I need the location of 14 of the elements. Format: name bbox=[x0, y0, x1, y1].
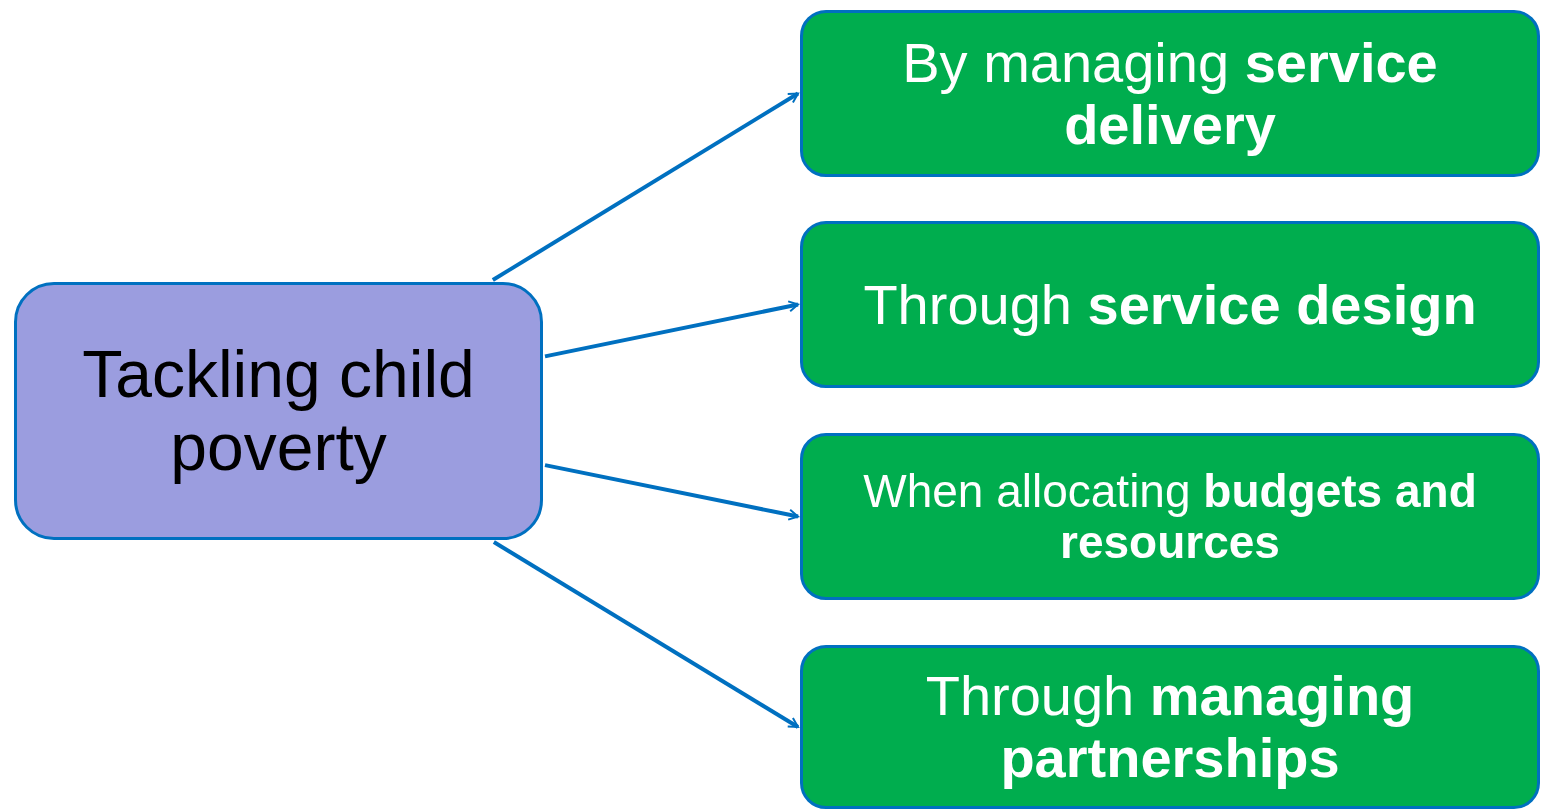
box-text: Through managing partnerships bbox=[924, 665, 1416, 789]
arrow bbox=[544, 463, 799, 521]
arrow bbox=[544, 300, 799, 359]
arrow bbox=[491, 91, 800, 282]
box-text: When allocating budgets and resources bbox=[862, 465, 1478, 568]
method-box bbox=[800, 645, 1540, 809]
method-box bbox=[800, 433, 1540, 600]
arrow bbox=[492, 540, 800, 729]
method-box bbox=[800, 221, 1540, 388]
box-text: By managing service delivery bbox=[901, 31, 1439, 156]
box-text: Tackling child poverty bbox=[81, 338, 476, 484]
box-text: Through service design bbox=[863, 273, 1477, 336]
topic-box bbox=[14, 282, 543, 540]
method-box bbox=[800, 10, 1540, 177]
